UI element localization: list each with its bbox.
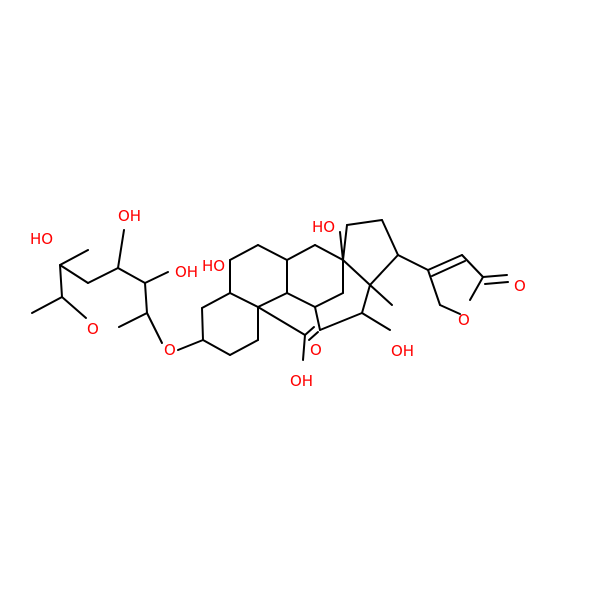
bond-l3 (469, 276, 484, 301)
bond-c1-ringO (118, 312, 148, 328)
bond-b3 (257, 244, 288, 261)
bond-d3 (381, 219, 399, 256)
bond-c4-ho (59, 249, 89, 266)
label-ho-c5: HO (202, 257, 225, 275)
atom-labels: OH HO OH O O HO HO OH O OH O O (30, 207, 526, 390)
bond-c2-c1 (117, 267, 146, 284)
bond-l1-double (431, 260, 466, 277)
bond-c2 (314, 244, 344, 261)
bond-c4-c3 (59, 264, 89, 284)
label-o-carbonyl-acid: O (310, 341, 322, 359)
bond-a5 (229, 339, 259, 356)
bond-l4 (427, 269, 441, 306)
bond-l5 (439, 304, 461, 315)
bond-a3 (229, 292, 259, 308)
bond-l1 (427, 254, 463, 271)
label-oh-c12: OH (391, 342, 414, 360)
bond-carbonyl-1 (304, 326, 315, 336)
bond-c5 (286, 292, 316, 308)
label-ho-c14: HO (312, 218, 335, 236)
bond-c12-c13 (361, 284, 371, 314)
bond-b2 (229, 244, 259, 261)
bond-c5-ringO (61, 296, 87, 319)
bond-methyl (31, 296, 63, 314)
bond-d4 (346, 219, 383, 226)
label-o-lactone-ring: O (458, 311, 470, 329)
label-oh-acid: OH (290, 372, 313, 390)
sugar-ring (31, 229, 169, 344)
bond-c3-c2 (87, 267, 119, 284)
bond-acid-oh (302, 334, 306, 361)
label-oh-sugar-right: OH (175, 263, 198, 281)
steroid-core (177, 219, 429, 361)
bond-c17-lactone (397, 254, 429, 271)
bond-c1-anomeric (144, 282, 148, 314)
bond-gly-c3 (177, 339, 204, 351)
bond-a2 (201, 292, 231, 309)
bond-c8-c11 (314, 306, 321, 331)
label-o-glycosidic: O (164, 341, 176, 359)
bond-c2-oh (144, 271, 169, 284)
bond-anomeric-O (146, 312, 163, 344)
bond-b5 (257, 292, 288, 308)
lactone-ring (427, 254, 509, 315)
bond-a1 (201, 307, 204, 341)
bond-c14-oh (339, 231, 344, 261)
bond-d5 (342, 224, 348, 261)
label-o-ring: O (87, 320, 99, 338)
label-ho-sugar-left: HO (30, 230, 53, 248)
bond-carbonyl-2 (308, 331, 319, 341)
bond-c4 (314, 292, 344, 308)
bond-c11-c12 (319, 312, 363, 331)
bond-a6 (202, 339, 231, 356)
bond-l2 (461, 254, 484, 278)
bond-c3-oh (117, 229, 125, 269)
label-o-lactone-carbonyl: O (514, 277, 526, 295)
bond-d2 (369, 254, 399, 286)
bond-lactone-co (482, 274, 508, 278)
bond-d1 (342, 259, 371, 286)
bond-lactone-co-double (484, 281, 509, 285)
bond-c12-oh (361, 312, 391, 331)
bond-c5-c4 (59, 264, 63, 298)
bond-c13-methyl (369, 284, 393, 306)
label-oh-sugar-top: OH (118, 207, 141, 225)
bond-c10-cooh (257, 306, 306, 336)
bond-c1 (286, 244, 316, 261)
